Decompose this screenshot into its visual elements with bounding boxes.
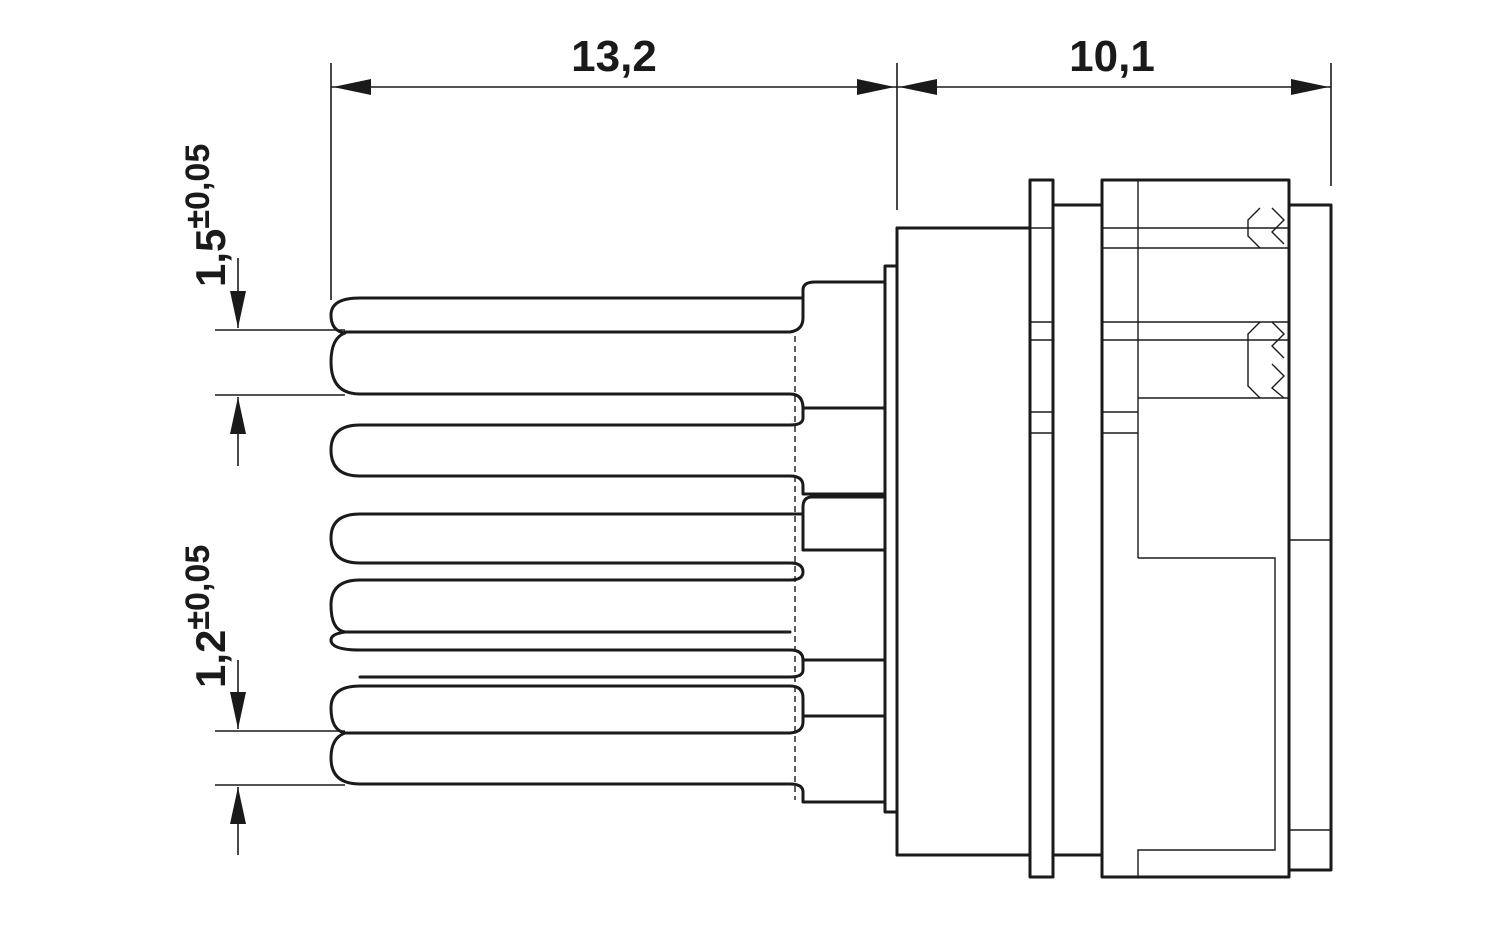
dimension-pitch-bottom: 1,2±0,05 bbox=[179, 545, 345, 855]
connector-housing bbox=[883, 178, 1333, 879]
pin-length-label: 13,2 bbox=[571, 32, 657, 81]
pitch-top-label: 1,5±0,05 bbox=[179, 144, 234, 287]
pitch-bottom-label: 1,2±0,05 bbox=[179, 545, 234, 688]
contact-pins bbox=[329, 280, 887, 804]
housing-length-label: 10,1 bbox=[1069, 32, 1155, 81]
dimension-housing-length: 10,1 bbox=[897, 32, 1332, 186]
dimension-pin-length: 13,2 bbox=[330, 32, 898, 300]
dimension-pitch-top: 1,5±0,05 bbox=[179, 144, 345, 466]
